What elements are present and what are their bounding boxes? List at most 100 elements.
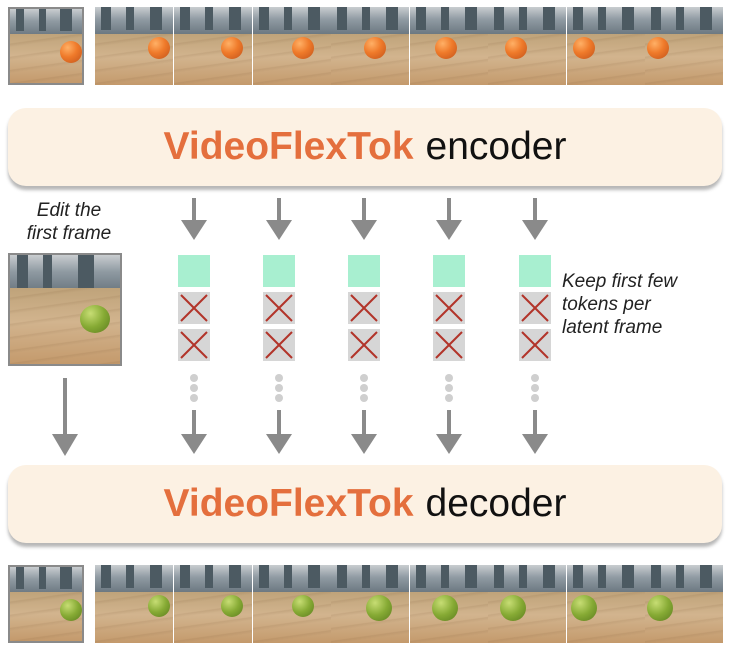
ellipsis-dot (190, 374, 198, 382)
encoder-brand-label: VideoFlexTok (163, 125, 414, 168)
lime-ball (647, 595, 673, 621)
decoder-arrow (436, 410, 462, 454)
lime-ball (221, 595, 243, 617)
video-frame (95, 7, 173, 85)
lime-ball (432, 595, 458, 621)
video-frame (567, 7, 645, 85)
orange-ball (505, 37, 527, 59)
ellipsis-dot (275, 374, 283, 382)
ellipsis-dot (445, 374, 453, 382)
cross-icon (265, 294, 293, 322)
cross-icon (350, 294, 378, 322)
lime-ball (80, 305, 110, 333)
dropped-token (519, 329, 551, 361)
keep-note-line-3: latent frame (562, 317, 663, 338)
cross-icon (521, 331, 549, 359)
cross-icon (435, 294, 463, 322)
decoder-arrow (266, 410, 292, 454)
video-frame (488, 565, 566, 643)
dropped-token (433, 329, 465, 361)
encoder-arrow (181, 198, 207, 240)
ellipsis-dot (275, 394, 283, 402)
keep-note-line-1: Keep first few (562, 271, 678, 292)
kept-token (178, 255, 210, 287)
decoder-arrow (522, 410, 548, 454)
kept-token (263, 255, 295, 287)
encoder-arrow (522, 198, 548, 240)
video-frame (410, 565, 488, 643)
ellipsis-dot (275, 384, 283, 392)
ellipsis-dot (360, 394, 368, 402)
orange-ball (292, 37, 314, 59)
orange-ball (647, 37, 669, 59)
video-frame (488, 7, 566, 85)
decoder-label: decoder (425, 482, 567, 525)
cross-icon (350, 331, 378, 359)
decoder-brand-label: VideoFlexTok (163, 482, 414, 525)
keep-tokens-note: Keep first few tokens per latent frame (562, 270, 722, 339)
edit-note-line-1: Edit the (36, 200, 102, 221)
cross-icon (265, 331, 293, 359)
ellipsis-dot (360, 384, 368, 392)
ellipsis-dot (445, 384, 453, 392)
decoder-arrow (351, 410, 377, 454)
dropped-token (433, 292, 465, 324)
video-frame (174, 7, 252, 85)
decoder-block: VideoFlexTok decoder (8, 465, 722, 543)
kept-token (433, 255, 465, 287)
cross-icon (180, 294, 208, 322)
lime-ball (60, 599, 82, 621)
dropped-token (348, 292, 380, 324)
video-frame (331, 565, 409, 643)
decoder-arrow (181, 410, 207, 454)
video-frame (253, 7, 331, 85)
lime-ball (500, 595, 526, 621)
ellipsis-dot (531, 394, 539, 402)
edited-frame-arrow (52, 378, 78, 456)
edit-note-line-2: first frame (26, 223, 112, 244)
edited-first-frame (8, 253, 122, 366)
cross-icon (435, 331, 463, 359)
video-frame (331, 7, 409, 85)
orange-ball (573, 37, 595, 59)
video-frame (174, 565, 252, 643)
encoder-arrow (266, 198, 292, 240)
lime-ball (292, 595, 314, 617)
encoder-label: encoder (425, 125, 567, 168)
ellipsis-dot (531, 384, 539, 392)
dropped-token (263, 329, 295, 361)
dropped-token (519, 292, 551, 324)
kept-token (348, 255, 380, 287)
video-frame (95, 565, 173, 643)
encoder-block: VideoFlexTok encoder (8, 108, 722, 186)
lime-ball (366, 595, 392, 621)
orange-ball (60, 41, 82, 63)
keep-note-line-2: tokens per (562, 294, 651, 315)
cross-icon (180, 331, 208, 359)
video-frame (645, 565, 723, 643)
dropped-token (178, 292, 210, 324)
video-frame (253, 565, 331, 643)
lime-ball (148, 595, 170, 617)
ellipsis-dot (445, 394, 453, 402)
ellipsis-dot (190, 384, 198, 392)
lime-ball (571, 595, 597, 621)
orange-ball (148, 37, 170, 59)
dropped-token (263, 292, 295, 324)
video-frame (645, 7, 723, 85)
ellipsis-dot (190, 394, 198, 402)
kept-token (519, 255, 551, 287)
dropped-token (348, 329, 380, 361)
ellipsis-dot (360, 374, 368, 382)
edit-first-frame-note: Edit the first frame (14, 199, 124, 245)
video-frame (567, 565, 645, 643)
encoder-arrow (436, 198, 462, 240)
video-frame (8, 565, 84, 643)
orange-ball (435, 37, 457, 59)
dropped-token (178, 329, 210, 361)
encoder-arrow (351, 198, 377, 240)
orange-ball (221, 37, 243, 59)
cross-icon (521, 294, 549, 322)
video-frame (410, 7, 488, 85)
orange-ball (364, 37, 386, 59)
